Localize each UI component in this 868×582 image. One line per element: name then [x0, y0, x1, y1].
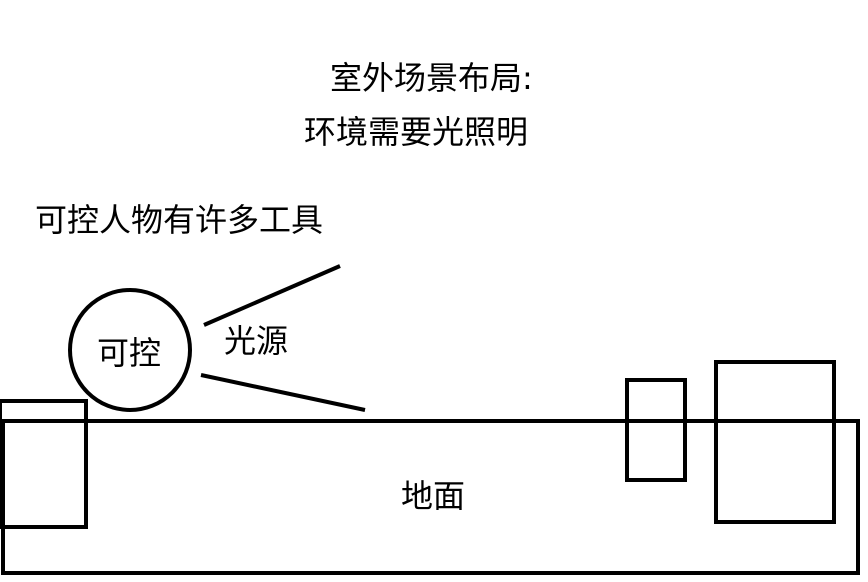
large-right-block — [714, 360, 836, 524]
small-right-block — [625, 378, 687, 482]
tools-note: 可控人物有许多工具 — [35, 201, 324, 239]
light-source-label: 光源 — [224, 322, 289, 360]
title-line-1: 室外场景布局: — [330, 59, 533, 97]
title-line-2: 环境需要光照明 — [304, 113, 529, 151]
character-label: 可控 — [97, 334, 162, 372]
ground-rect — [1, 419, 860, 575]
ground-label: 地面 — [401, 477, 466, 515]
character-circle — [68, 288, 192, 412]
left-block — [0, 399, 88, 529]
light-ray-lower — [200, 373, 366, 412]
light-ray-upper — [203, 264, 341, 327]
